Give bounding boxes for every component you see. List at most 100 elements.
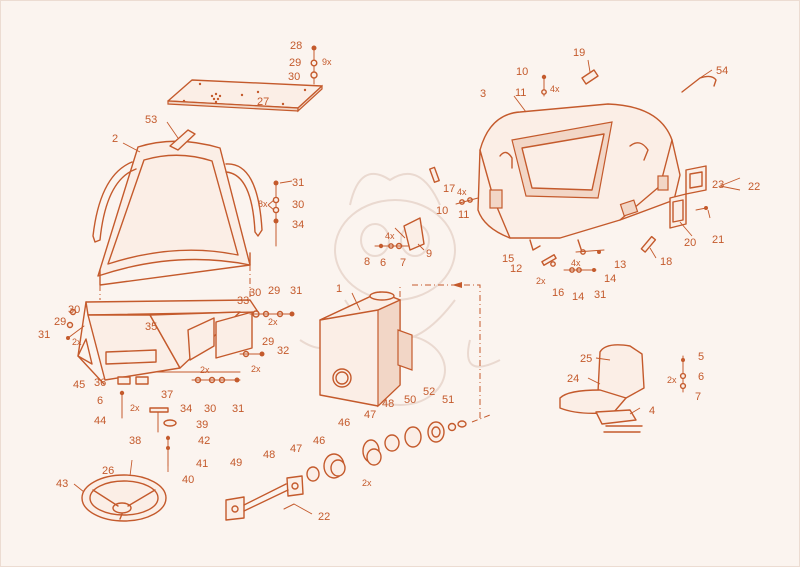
- label-6: 6: [97, 395, 103, 407]
- label-32: 32: [277, 345, 289, 357]
- label-17: 17: [443, 183, 455, 195]
- label-45: 45: [73, 379, 85, 391]
- steering-wheel-43: [81, 474, 167, 522]
- label-4: 4: [649, 405, 655, 417]
- bushing-row-46-52: [362, 414, 491, 466]
- handle-54: [681, 75, 717, 93]
- qty-9x: 9x: [322, 57, 332, 67]
- label-30: 30: [292, 199, 304, 211]
- label-41: 41: [196, 458, 208, 470]
- bolt-31-30-34: [267, 180, 280, 247]
- part-18: [640, 235, 657, 253]
- bracket-38-42: [149, 407, 177, 467]
- label-3: 3: [480, 88, 486, 100]
- qty-2x: 2x: [251, 364, 261, 374]
- label-43: 43: [56, 478, 68, 490]
- label-31: 31: [232, 403, 244, 415]
- label-53: 53: [145, 114, 157, 126]
- label-42: 42: [198, 435, 210, 447]
- label-51: 51: [442, 394, 454, 406]
- backrest-2: [92, 129, 263, 286]
- label-48: 48: [382, 398, 394, 410]
- label-26: 26: [102, 465, 114, 477]
- label-33: 33: [237, 295, 249, 307]
- qty-4x: 2x: [667, 375, 677, 385]
- label-6: 6: [380, 257, 386, 269]
- label-5: 5: [698, 351, 704, 363]
- label-35: 35: [145, 321, 157, 333]
- label-29: 29: [54, 316, 66, 328]
- bolt-group-34-30-31-bottom: [191, 376, 241, 384]
- label-30: 30: [249, 287, 261, 299]
- qty-2x: 2x: [362, 478, 372, 488]
- qty-8x: 8x: [258, 199, 268, 209]
- qty-4x: 4x: [457, 187, 467, 197]
- label-31: 31: [292, 177, 304, 189]
- label-10: 10: [436, 205, 448, 217]
- screw-21: [695, 206, 708, 211]
- label-52: 52: [423, 386, 435, 398]
- label-30: 30: [204, 403, 216, 415]
- label-54: 54: [716, 65, 728, 77]
- label-50: 50: [404, 394, 416, 406]
- qty-2x: 2x: [536, 276, 546, 286]
- leader-lines: [73, 59, 713, 515]
- label-49: 49: [230, 457, 242, 469]
- label-14: 14: [604, 273, 616, 285]
- qty-2x: 2x: [130, 403, 140, 413]
- plate-27: [167, 79, 323, 113]
- label-47: 47: [364, 409, 376, 421]
- label-31: 31: [594, 289, 606, 301]
- label-11: 11: [458, 209, 469, 221]
- label-34: 34: [292, 219, 304, 231]
- label-15: 15: [502, 253, 514, 265]
- label-34: 34: [180, 403, 192, 415]
- pedestal-1: [319, 291, 413, 408]
- screw-10-11-top: [541, 74, 547, 97]
- label-7: 7: [695, 391, 701, 403]
- label-38: 38: [129, 435, 141, 447]
- label-31: 31: [290, 285, 302, 297]
- label-30: 30: [68, 304, 80, 316]
- label-19: 19: [573, 47, 585, 59]
- label-29: 29: [268, 285, 280, 297]
- label-30: 30: [288, 71, 300, 83]
- seat-frame-lower: [77, 265, 259, 385]
- part-19: [581, 69, 599, 85]
- label-13: 13: [614, 259, 626, 271]
- label-28: 28: [290, 40, 302, 52]
- label-18: 18: [660, 256, 672, 268]
- label-20: 20: [684, 237, 696, 249]
- label-31: 31: [38, 329, 50, 341]
- screw-28-29-30: [310, 45, 318, 85]
- label-11: 11: [515, 87, 526, 99]
- label-22: 22: [748, 181, 760, 193]
- label-40: 40: [182, 474, 194, 486]
- bolt-5-6-7-seat: [679, 355, 687, 393]
- label-9: 9: [426, 248, 432, 260]
- label-44: 44: [94, 415, 106, 427]
- qty-2x: 2x: [72, 337, 82, 347]
- label-46: 46: [338, 417, 350, 429]
- bolt-8-6-7: [374, 242, 413, 250]
- label-37: 37: [161, 389, 173, 401]
- label-8: 8: [364, 256, 370, 268]
- label-36: 36: [94, 377, 106, 389]
- label-23: 23: [712, 179, 724, 191]
- qty-4x: 4x: [571, 258, 581, 268]
- qty-2x: 2x: [268, 317, 278, 327]
- label-46: 46: [313, 435, 325, 447]
- label-14: 14: [572, 291, 584, 303]
- label-12: 12: [510, 263, 522, 275]
- label-2: 2: [112, 133, 118, 145]
- cover-3: [477, 103, 681, 253]
- qty-4x: 4x: [385, 231, 395, 241]
- seat-24-25: [559, 344, 645, 433]
- label-1: 1: [336, 283, 342, 295]
- label-29: 29: [262, 336, 274, 348]
- bolt-6-44: [119, 390, 125, 419]
- label-48: 48: [263, 449, 275, 461]
- bolt-group-30-29-31-right: [239, 310, 295, 358]
